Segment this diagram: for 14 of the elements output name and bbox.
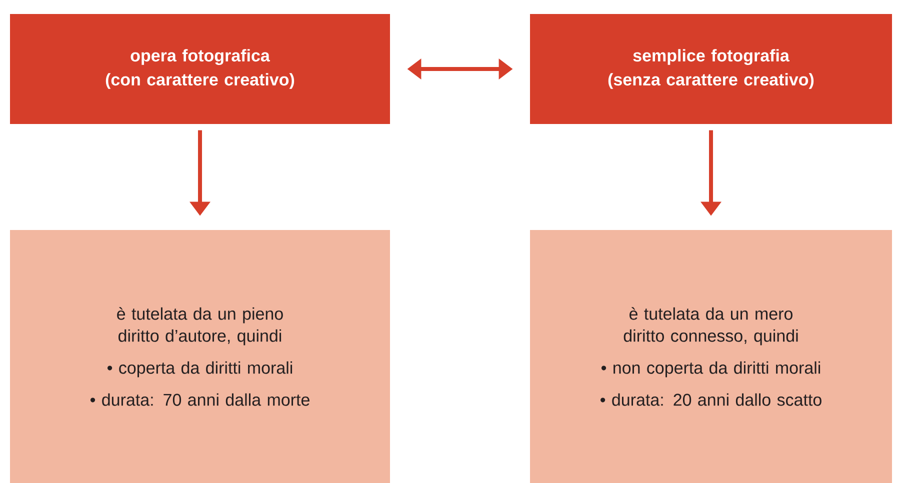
category-box: [10, 14, 390, 124]
bullet-item: • durata: 20 anni dallo scatto: [600, 393, 822, 406]
description-box: [10, 230, 390, 483]
description-box: [530, 230, 892, 483]
box-text: è tutelata da un pieno diritto d’autore, quindi: [117, 307, 283, 346]
box-text: è tutelata da un mero diritto connesso, quindi: [624, 307, 798, 346]
bullet-item: • coperta da diritti morali: [107, 361, 292, 378]
bullet-item: • non coperta da diritti morali: [601, 361, 820, 378]
category-box: [530, 14, 892, 124]
box-heading: semplice fotografia: [633, 49, 790, 65]
box-subtitle: (senza carattere creativo): [608, 73, 814, 89]
box-heading: opera fotografica: [130, 49, 270, 65]
box-subtitle: (con carattere creativo): [106, 73, 294, 89]
bullet-item: • durata: 70 anni dalla morte: [90, 393, 310, 406]
